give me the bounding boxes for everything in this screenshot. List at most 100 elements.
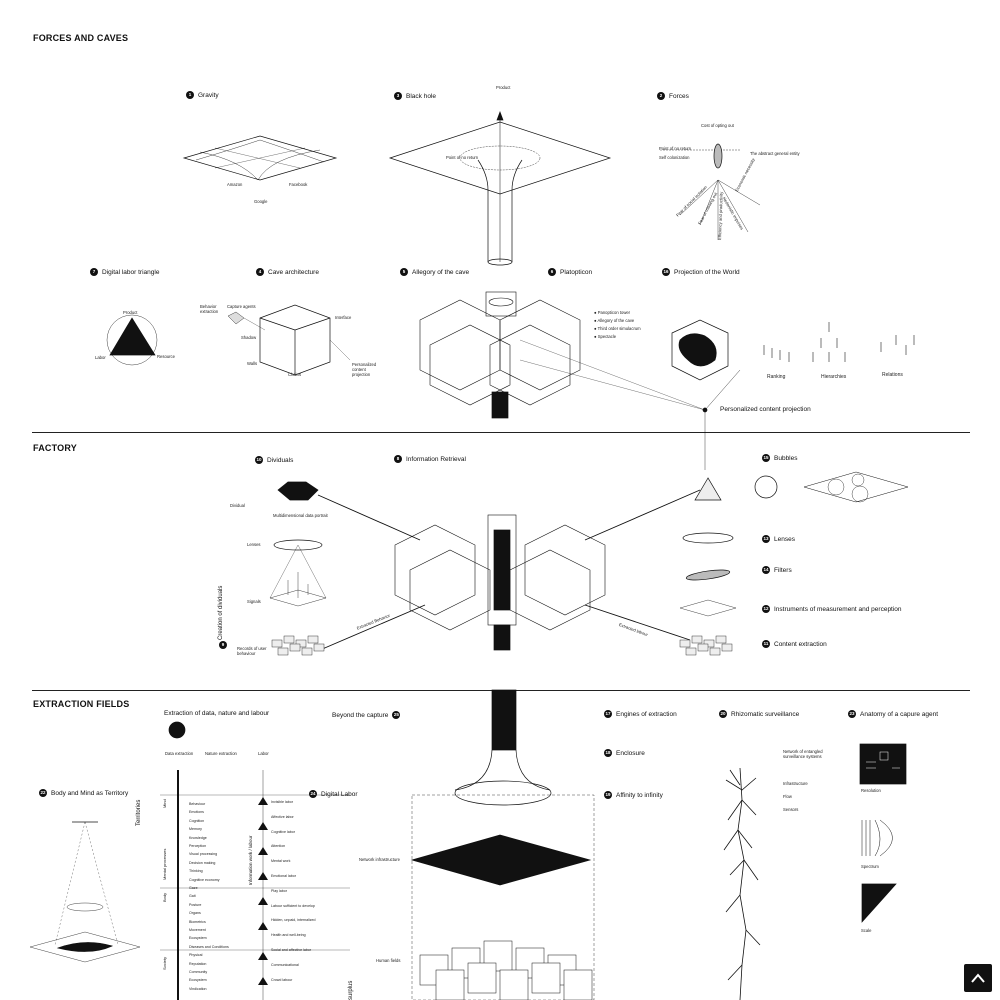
label-records: Records of user behaviour	[237, 646, 267, 656]
labor-item: Crowd labour	[271, 977, 293, 982]
label-data-portrait: Multidimensional data portrait	[273, 513, 328, 518]
column-labor: Labor	[258, 751, 269, 756]
label-cost-opting-out: Cost of opting out	[701, 123, 734, 128]
label-point-no-return: Point of no return	[446, 155, 479, 160]
label-territories: Territories	[136, 799, 142, 826]
group-body: Body	[162, 892, 167, 902]
territory-item: Movement	[189, 928, 206, 932]
label-triangle-labor: Labor	[95, 355, 106, 360]
label-entangled-network: Network of entangled surveillance system…	[783, 749, 823, 759]
label-flow: Flow	[783, 794, 792, 799]
label-interface: Interface	[335, 315, 352, 320]
label-forces-no-return: Point of no return	[659, 146, 692, 151]
territory-item: Visual processing	[189, 852, 218, 857]
marker-9: 9	[219, 641, 227, 649]
labor-item: Play labor	[271, 888, 287, 893]
territory-item: Biometrics	[189, 919, 206, 924]
section-title-factory: FACTORY	[33, 443, 77, 453]
label-capture-agents: Capture agents	[227, 304, 256, 309]
territory-item: Behaviour	[189, 802, 206, 806]
label-dividual-lenses: Lenses	[247, 542, 261, 547]
labor-item: Affective labor	[271, 814, 294, 819]
label-facebook: Facebook	[289, 182, 308, 187]
label-resolution: Resolution	[861, 788, 881, 793]
label-creation-dividuals: Creation of dividuals	[218, 585, 224, 640]
territory-item: Thinking	[189, 869, 203, 874]
label-chains: Chains	[288, 372, 302, 377]
column-nature-extraction: Nature extraction	[205, 751, 237, 756]
label-infrastructure: Infrastructure	[783, 781, 808, 786]
label-dividual: Dividual	[230, 503, 245, 508]
territory-item: Reputation	[189, 961, 207, 966]
territory-item: Ecosystem	[189, 936, 207, 941]
label-google: Google	[254, 199, 268, 204]
label-self-colonization: Self colonization	[659, 155, 690, 160]
territory-item: Decision making	[189, 860, 216, 865]
group-society: Society	[162, 956, 167, 970]
territory-item: Ecosystem	[189, 978, 207, 983]
territory-item: Memory	[189, 827, 202, 832]
labor-item: Mental work	[271, 859, 291, 864]
territory-item: Gaze	[189, 886, 198, 890]
territory-item: Diseases and Conditions	[189, 944, 229, 949]
territory-item: Gait	[189, 894, 196, 899]
label-shadow: Shadow	[241, 335, 257, 340]
territory-item: Organs	[189, 911, 201, 916]
label-scale: Scale	[861, 928, 872, 933]
label-spectrum: Spectrum	[861, 864, 879, 869]
label-human-fields: Human fields	[376, 958, 401, 963]
label-amazon: Amazon	[227, 182, 243, 187]
territory-item: Community	[189, 970, 208, 974]
label-hierarchies: Hierarchies	[821, 374, 847, 380]
labor-item: Labour sufficient to develop	[271, 903, 315, 908]
label-information-work: Information work / labour	[248, 835, 253, 885]
territory-item: Cognitive economy	[189, 877, 220, 882]
territory-item: Physical	[189, 953, 203, 958]
label-network-infrastructure: Network infrastructure	[359, 857, 400, 862]
labor-item: Social and affective labor	[271, 948, 312, 952]
labor-item: Cognitive labor	[271, 829, 295, 834]
label-walls: Walls	[247, 361, 258, 366]
label-triangle-resource: Resource	[157, 354, 175, 359]
label-extraction-data-nature-labour: Extraction of data, nature and labour	[164, 710, 270, 717]
divider-factory	[32, 432, 970, 433]
labor-item: Attention	[271, 844, 286, 849]
label-abstract-entity: The abstract general entity	[750, 151, 800, 156]
label-ranking: Ranking	[767, 374, 786, 380]
label-sensors: Sensors	[783, 807, 799, 812]
label-relations: Relations	[882, 372, 903, 378]
group-mental-processes: Mental processes	[162, 848, 167, 880]
territory-item: Emotions	[189, 810, 204, 815]
back-to-top-button[interactable]	[964, 964, 992, 992]
section-title-forces: FORCES AND CAVES	[33, 33, 129, 43]
label-personalized-content-projection: Personalized content projection	[720, 406, 811, 413]
territory-item: Vindication	[189, 986, 207, 991]
platopticon-item: ● Third order simulacrum	[594, 326, 641, 331]
platopticon-item: ● Panopticon tower	[594, 310, 631, 315]
territory-item: Knowledge	[189, 835, 207, 840]
labor-item: Communicational	[271, 962, 299, 967]
labor-item: Health and well-being	[271, 933, 306, 938]
labor-item: Emotional labor	[271, 874, 296, 878]
labor-item: Invisible labor	[271, 800, 293, 804]
